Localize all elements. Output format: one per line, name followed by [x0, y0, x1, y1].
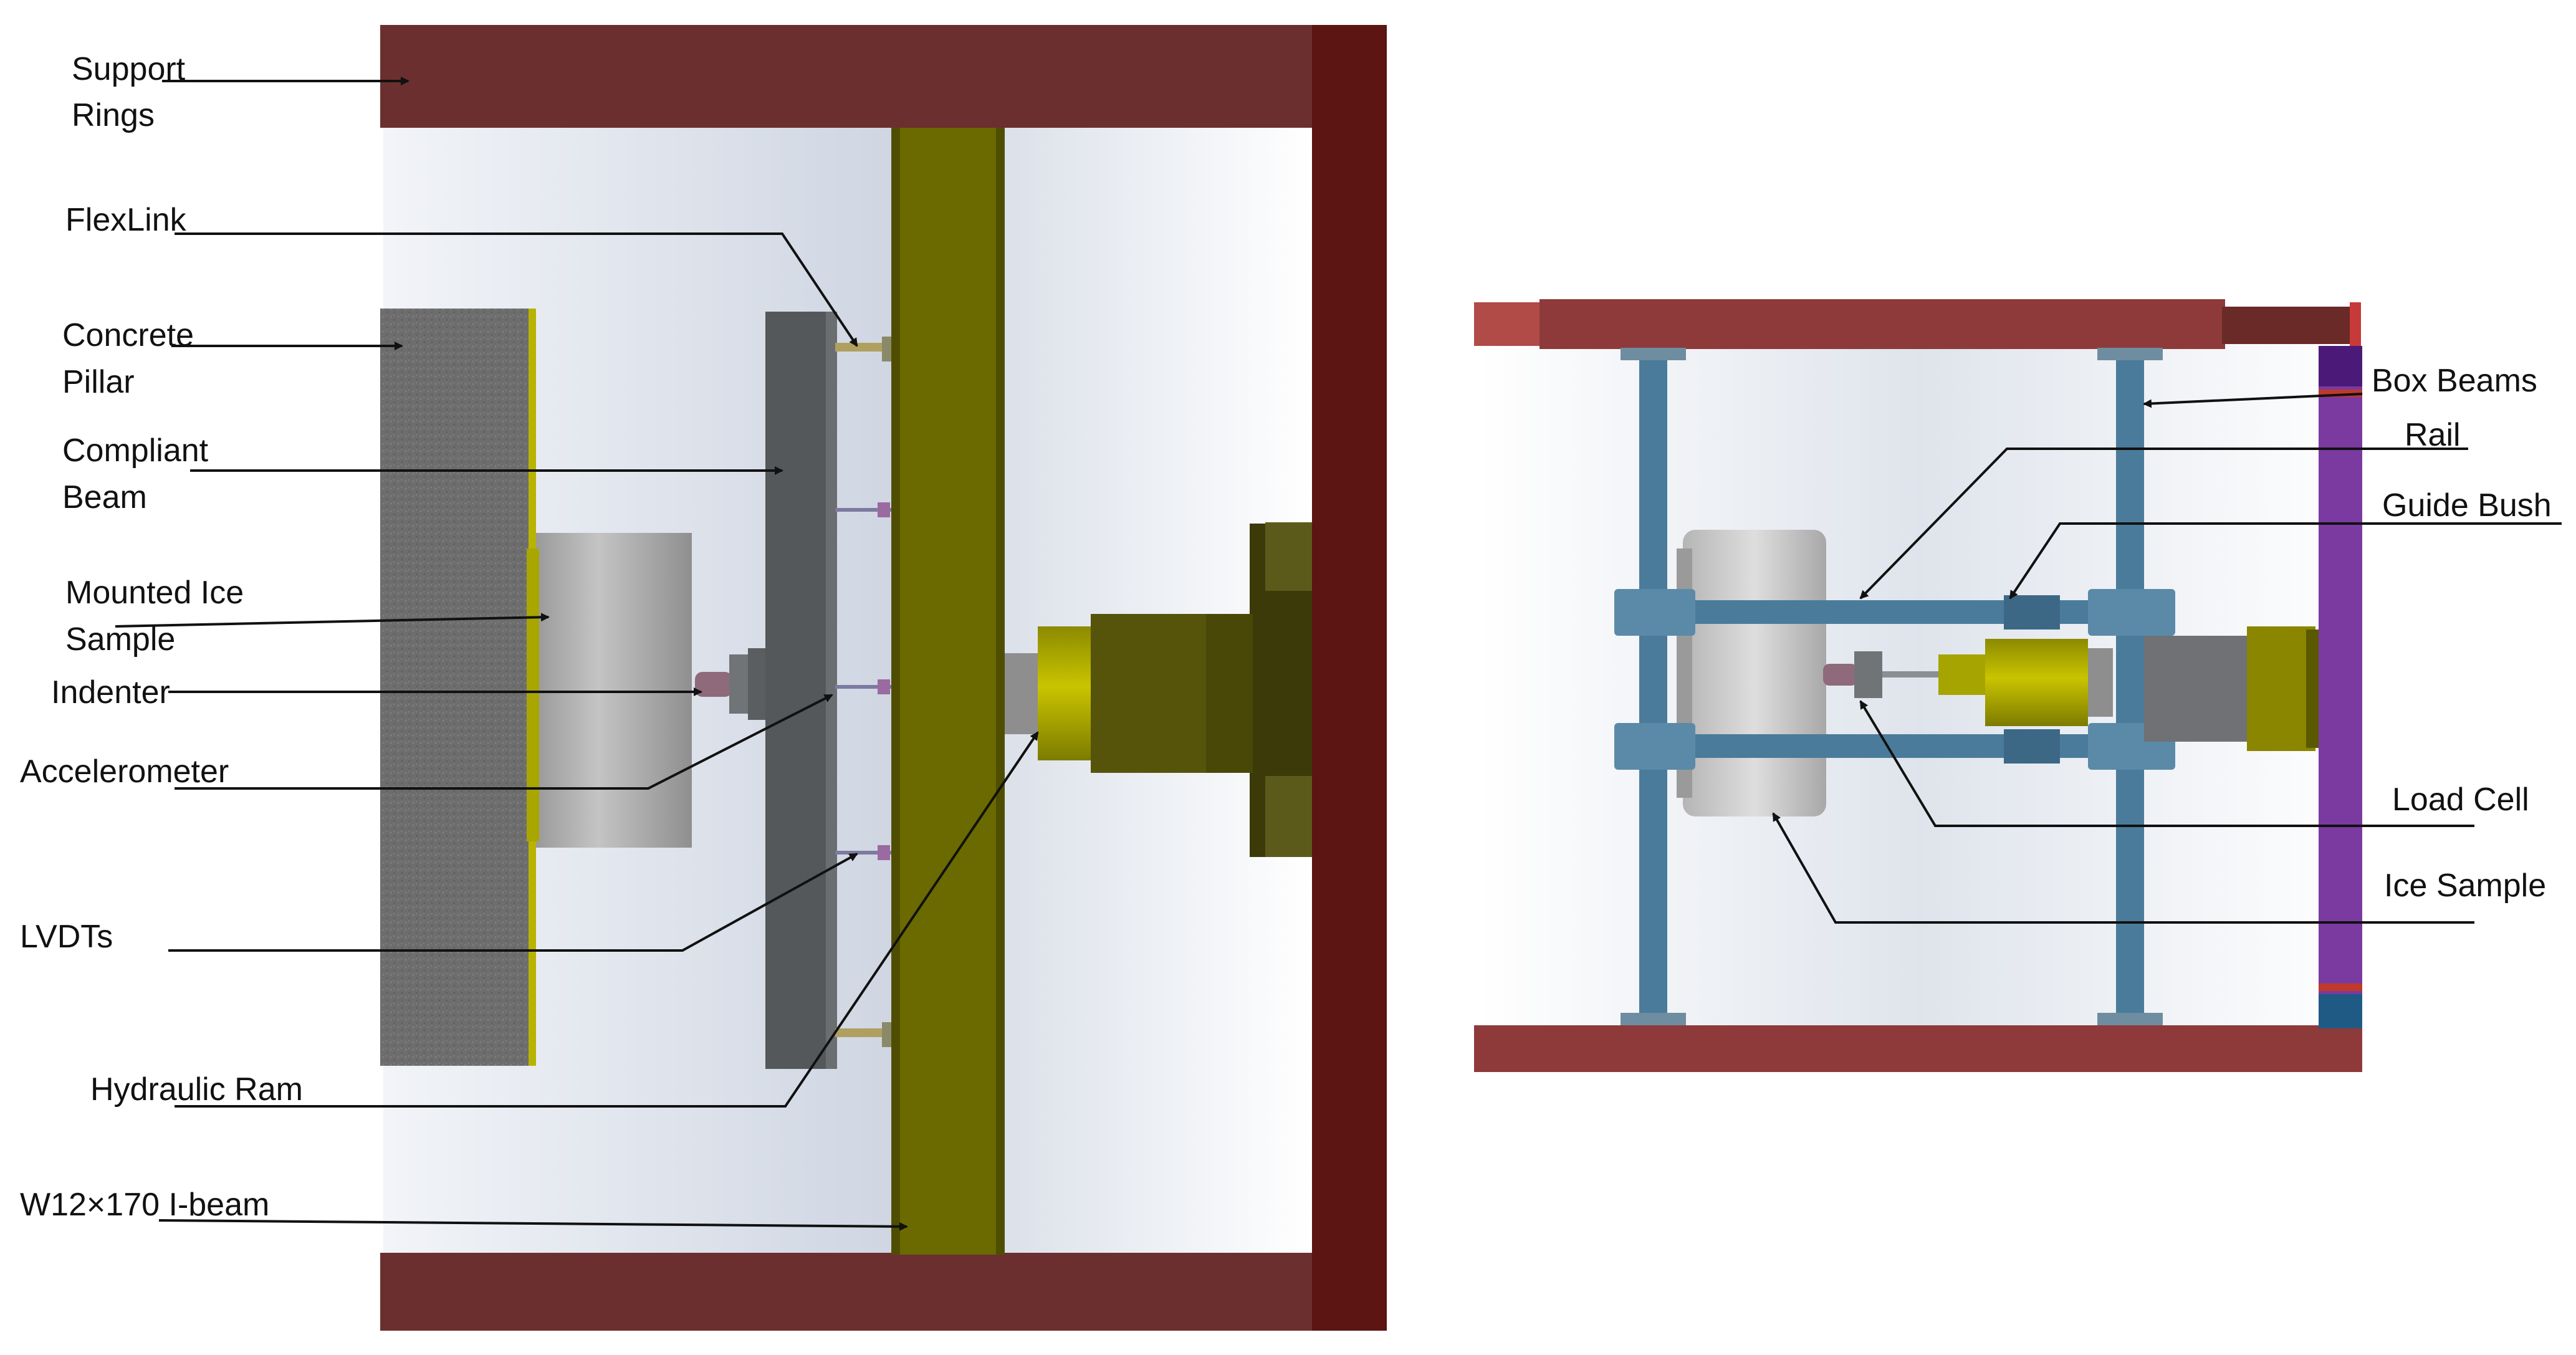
label-guide-bush: Guide Bush — [2382, 487, 2552, 524]
support-ring-bottom — [380, 1253, 1315, 1331]
indenter — [695, 672, 732, 697]
rail-top — [1614, 600, 2175, 624]
bottom-frame-beam — [1474, 1025, 2362, 1072]
ram-rod-right — [2088, 648, 2113, 717]
i-beam-flange-right — [996, 128, 1005, 1255]
right-figure: Box Beams Rail Guide Bush Load Cell Ice … — [1474, 299, 2562, 1072]
label-i-beam: W12×170 I-beam — [20, 1187, 269, 1223]
column-right-cap-top — [2097, 348, 2163, 360]
label-concrete-pillar-2: Pillar — [62, 364, 135, 400]
label-indenter: Indenter — [51, 674, 170, 711]
label-mounted-ice-sample-2: Sample — [65, 621, 175, 658]
rail-bottom — [1614, 734, 2175, 758]
flexlinks — [835, 337, 893, 1047]
left-leaders — [115, 77, 1039, 1231]
hydraulic-ram-rod — [1005, 653, 1039, 734]
box-beam-blue-base — [2319, 994, 2362, 1028]
ice-sample-right — [1683, 530, 1826, 816]
top-frame-beam-right — [2222, 307, 2353, 344]
label-mounted-ice-sample-1: Mounted Ice — [65, 575, 244, 611]
column-right-cap-bottom — [2097, 1013, 2163, 1025]
label-lvdts: LVDTs — [20, 919, 113, 955]
label-compliant-beam-1: Compliant — [62, 433, 209, 469]
hydraulic-ram-plate — [1206, 614, 1253, 773]
rail-clamps — [1614, 589, 2175, 770]
column-left-cap-top — [1621, 348, 1686, 360]
label-hydraulic-ram: Hydraulic Ram — [90, 1071, 303, 1108]
box-beam-red-band-2 — [2319, 984, 2362, 991]
label-rail: Rail — [2405, 417, 2461, 453]
label-ice-sample: Ice Sample — [2384, 868, 2546, 904]
load-cell — [1854, 651, 1882, 698]
column-left-cap-bottom — [1621, 1013, 1686, 1025]
i-beam — [891, 128, 1005, 1255]
label-load-cell: Load Cell — [2392, 782, 2529, 818]
ice-sample-plate — [527, 548, 539, 841]
label-support-rings-2: Rings — [72, 97, 155, 133]
compliant-beam — [765, 312, 835, 1069]
label-support-rings-1: Support — [72, 51, 186, 87]
column-right — [2116, 349, 2144, 1025]
left-labels: Support Rings FlexLink Concrete Pillar C… — [20, 51, 303, 1223]
ram-cylinder-right-cap — [2247, 626, 2315, 751]
hydraulic-ram-flange — [1265, 522, 1312, 591]
i-beam-flange-left — [891, 128, 900, 1255]
ram-body-right — [1985, 639, 2088, 726]
accelerometer-body — [748, 648, 767, 720]
hydraulic-ram-collar — [1091, 614, 1206, 773]
label-box-beams: Box Beams — [2372, 363, 2537, 399]
indenter-right — [1823, 664, 1857, 686]
column-left — [1639, 349, 1667, 1025]
box-beam-purple — [2319, 346, 2362, 1028]
right-leaders — [1772, 393, 2562, 924]
guide-bush-bottom — [2004, 729, 2060, 764]
guide-bush-top — [2004, 595, 2060, 630]
compliant-beam-face — [826, 312, 837, 1069]
top-frame-beam — [1539, 299, 2225, 349]
hydraulic-ram-flange-2 — [1265, 776, 1312, 857]
ice-sample-block — [536, 533, 692, 848]
box-beam-purple-top — [2319, 346, 2362, 386]
lvdts — [835, 502, 891, 860]
label-concrete-pillar-1: Concrete — [62, 317, 194, 353]
ram-coupler — [1938, 654, 1985, 695]
support-ring-right — [1312, 25, 1387, 1331]
top-frame-beam-end — [2350, 302, 2361, 346]
support-ring-top — [380, 25, 1315, 128]
ram-cylinder-right — [2144, 636, 2253, 742]
ram-cylinder-right-face — [2306, 630, 2319, 748]
label-compliant-beam-2: Beam — [62, 479, 147, 515]
top-frame-beam-left-tip — [1474, 302, 1543, 346]
label-accelerometer: Accelerometer — [20, 754, 229, 790]
label-flexlink: FlexLink — [65, 202, 187, 238]
right-labels: Box Beams Rail Guide Bush Load Cell Ice … — [2372, 363, 2552, 904]
left-figure: Support Rings FlexLink Concrete Pillar C… — [20, 25, 1387, 1331]
concrete-pillar — [380, 309, 530, 1066]
